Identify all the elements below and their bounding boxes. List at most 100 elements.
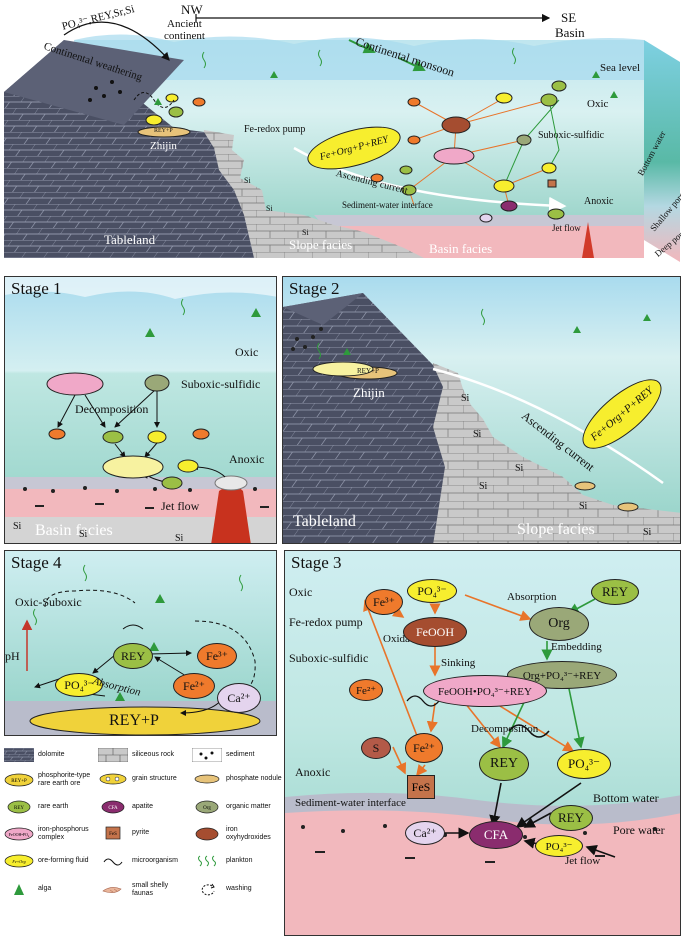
stage3-ca2-node: Ca²⁺ bbox=[405, 821, 445, 845]
overview-panel: NW Ancient continent SE Basin PO₄³⁻,REY,… bbox=[4, 0, 681, 268]
stage3-embedding-label: Embedding bbox=[551, 641, 602, 653]
legend-item-ore-forming-fluid: Fe+Org ore-forming fluid bbox=[4, 854, 94, 868]
overview-slope-facies-label: Slope facies bbox=[289, 237, 353, 252]
apatite-icon: CFA bbox=[98, 800, 128, 814]
legend-label: phosphate nodule bbox=[226, 775, 282, 782]
overview-oxic-label: Oxic bbox=[587, 98, 609, 110]
stage4-panel: Stage 4 Oxic-Suboxic pH REY PO₄³⁻ Fe³⁺ F… bbox=[4, 550, 277, 736]
stage3-jet-flow-label: Jet flow bbox=[565, 855, 601, 867]
iron-oxyhydroxides-icon bbox=[192, 827, 222, 841]
dolomite-icon bbox=[4, 748, 34, 762]
overview-sediment-water-label: Sediment-water interface bbox=[342, 200, 433, 210]
pyrite-icon: FeS bbox=[98, 826, 128, 840]
alga-icon bbox=[4, 882, 34, 896]
stage1-oxic-label: Oxic bbox=[235, 345, 259, 359]
compass-se-label: SE bbox=[561, 10, 577, 25]
legend-cfa-symbol: CFA bbox=[108, 806, 118, 811]
legend-label: washing bbox=[226, 885, 252, 892]
legend-fluid-symbol: Fe+Org bbox=[11, 859, 25, 864]
overview-si-label: Si bbox=[244, 176, 251, 185]
stage1-decomposition-label: Decomposition bbox=[75, 402, 149, 416]
stage4-po4-node: PO₄³⁻ bbox=[55, 673, 103, 697]
stage3-rey-top-node: REY bbox=[591, 579, 639, 605]
stage4-title: Stage 4 bbox=[11, 553, 62, 572]
stage1-suboxic-label: Suboxic-sulfidic bbox=[181, 377, 261, 391]
stage4-rey-node: REY bbox=[113, 643, 153, 669]
legend-rey-p-symbol: REY+P bbox=[11, 779, 27, 784]
overview-si-label: Si bbox=[266, 204, 273, 213]
stage3-panel: Stage 3 Oxic Fe-redox pump Suboxic-sulfi… bbox=[284, 550, 681, 936]
stage3-title: Stage 3 bbox=[291, 553, 342, 572]
stage2-si-label: Si bbox=[643, 527, 652, 538]
stage3-pore-water-label: Pore water bbox=[613, 823, 665, 837]
legend-item-phosphate-nodule: phosphate nodule bbox=[192, 772, 282, 786]
stage2-si-label: Si bbox=[579, 501, 588, 512]
stage2-rey-p-label: REY+P bbox=[357, 367, 379, 375]
stage2-tableland bbox=[283, 293, 445, 543]
stage3-s-node: S bbox=[361, 737, 391, 759]
stage1-title: Stage 1 bbox=[11, 279, 62, 298]
legend-label: dolomite bbox=[38, 751, 65, 758]
stage2-si-label: Si bbox=[479, 481, 488, 492]
legend-item-apatite: CFA apatite bbox=[98, 800, 188, 814]
overview-si-label: Si bbox=[302, 228, 309, 237]
stage2-tableland-label: Tableland bbox=[293, 513, 356, 530]
stage1-basin-facies-label: Basin facies bbox=[35, 522, 113, 539]
legend-item-pyrite: FeS pyrite bbox=[98, 826, 188, 840]
stage4-ca2-node: Ca²⁺ bbox=[217, 683, 261, 713]
stage2-slope-facies-label: Slope facies bbox=[517, 521, 595, 538]
legend-label: sediment bbox=[226, 751, 255, 758]
legend-label: siliceous rock bbox=[132, 751, 175, 758]
stage2-panel: Stage 2 REY+P Zhijin Fe+Org+P+REY Ascend… bbox=[282, 276, 681, 544]
legend-label: pyrite bbox=[132, 829, 150, 836]
legend-label: microorganism bbox=[132, 857, 178, 864]
iron-phosphorus-complex-icon: FeOOH•PO₄ bbox=[4, 827, 34, 841]
stage1-si-label: Si bbox=[13, 521, 22, 532]
stage3-anoxic-label: Anoxic bbox=[295, 765, 331, 779]
sea-level-label: Sea level bbox=[600, 62, 641, 74]
legend-item-rare-earth: REY rare earth bbox=[4, 800, 94, 814]
phosphate-nodule-icon bbox=[192, 772, 222, 786]
legend-label: iron-phosphorus complex bbox=[38, 826, 89, 841]
overview-anoxic-label: Anoxic bbox=[584, 196, 614, 207]
stage3-rey-mid-node: REY bbox=[479, 747, 529, 781]
overview-suboxic-label: Suboxic-sulfidic bbox=[538, 130, 605, 141]
stage3-absorption-label: Absorption bbox=[507, 591, 557, 603]
washing-icon bbox=[192, 882, 222, 896]
overview-tableland-label: Tableland bbox=[104, 232, 156, 247]
stage2-zhijin-label: Zhijin bbox=[353, 385, 385, 400]
legend-complex-symbol: FeOOH•PO₄ bbox=[9, 832, 30, 837]
stage3-feooh-node: FeOOH bbox=[403, 617, 467, 647]
sediment-icon bbox=[192, 748, 222, 762]
stage4-ph-label: pH bbox=[5, 649, 20, 663]
legend-item-alga: alga bbox=[4, 882, 94, 896]
legend-item-grain-structure: grain structure bbox=[98, 772, 188, 786]
legend-label: ore-forming fluid bbox=[38, 857, 89, 864]
legend-rey-symbol: REY bbox=[14, 806, 24, 811]
legend-label: iron oxyhydroxides bbox=[226, 826, 271, 841]
siliceous-rock-icon bbox=[98, 748, 128, 762]
stage3-oxic-label: Oxic bbox=[289, 585, 313, 599]
overview-side-face bbox=[644, 40, 680, 262]
legend-item-dolomite: dolomite bbox=[4, 748, 94, 762]
legend-item-organic-matter: Org organic matter bbox=[192, 800, 282, 814]
stage1-panel: Stage 1 Oxic Suboxic-sulfidic Decomposit… bbox=[4, 276, 277, 544]
legend-label: small shelly faunas bbox=[132, 882, 169, 897]
organic-matter-icon: Org bbox=[192, 800, 222, 814]
overview-jet-flow-label: Jet flow bbox=[552, 223, 581, 233]
stage3-fe-redox-pump-label: Fe-redox pump bbox=[289, 615, 363, 629]
legend-org-symbol: Org bbox=[203, 806, 211, 811]
stage1-si-label: Si bbox=[175, 533, 184, 544]
grain-structure-icon bbox=[98, 772, 128, 786]
ore-forming-fluid-icon: Fe+Org bbox=[4, 854, 34, 868]
legend-label: phosphorite-type rare earth ore bbox=[38, 772, 91, 787]
stage2-si-label: Si bbox=[515, 463, 524, 474]
basin-label: Basin bbox=[555, 25, 585, 40]
stage3-illustration bbox=[285, 551, 680, 935]
legend-label: plankton bbox=[226, 857, 253, 864]
overview-jet-flow bbox=[582, 222, 594, 258]
legend-label: grain structure bbox=[132, 775, 177, 782]
stage1-illustration bbox=[5, 277, 276, 543]
legend-label: rare earth bbox=[38, 803, 69, 810]
stage3-fe2-lower-node: Fe²⁺ bbox=[405, 733, 443, 763]
